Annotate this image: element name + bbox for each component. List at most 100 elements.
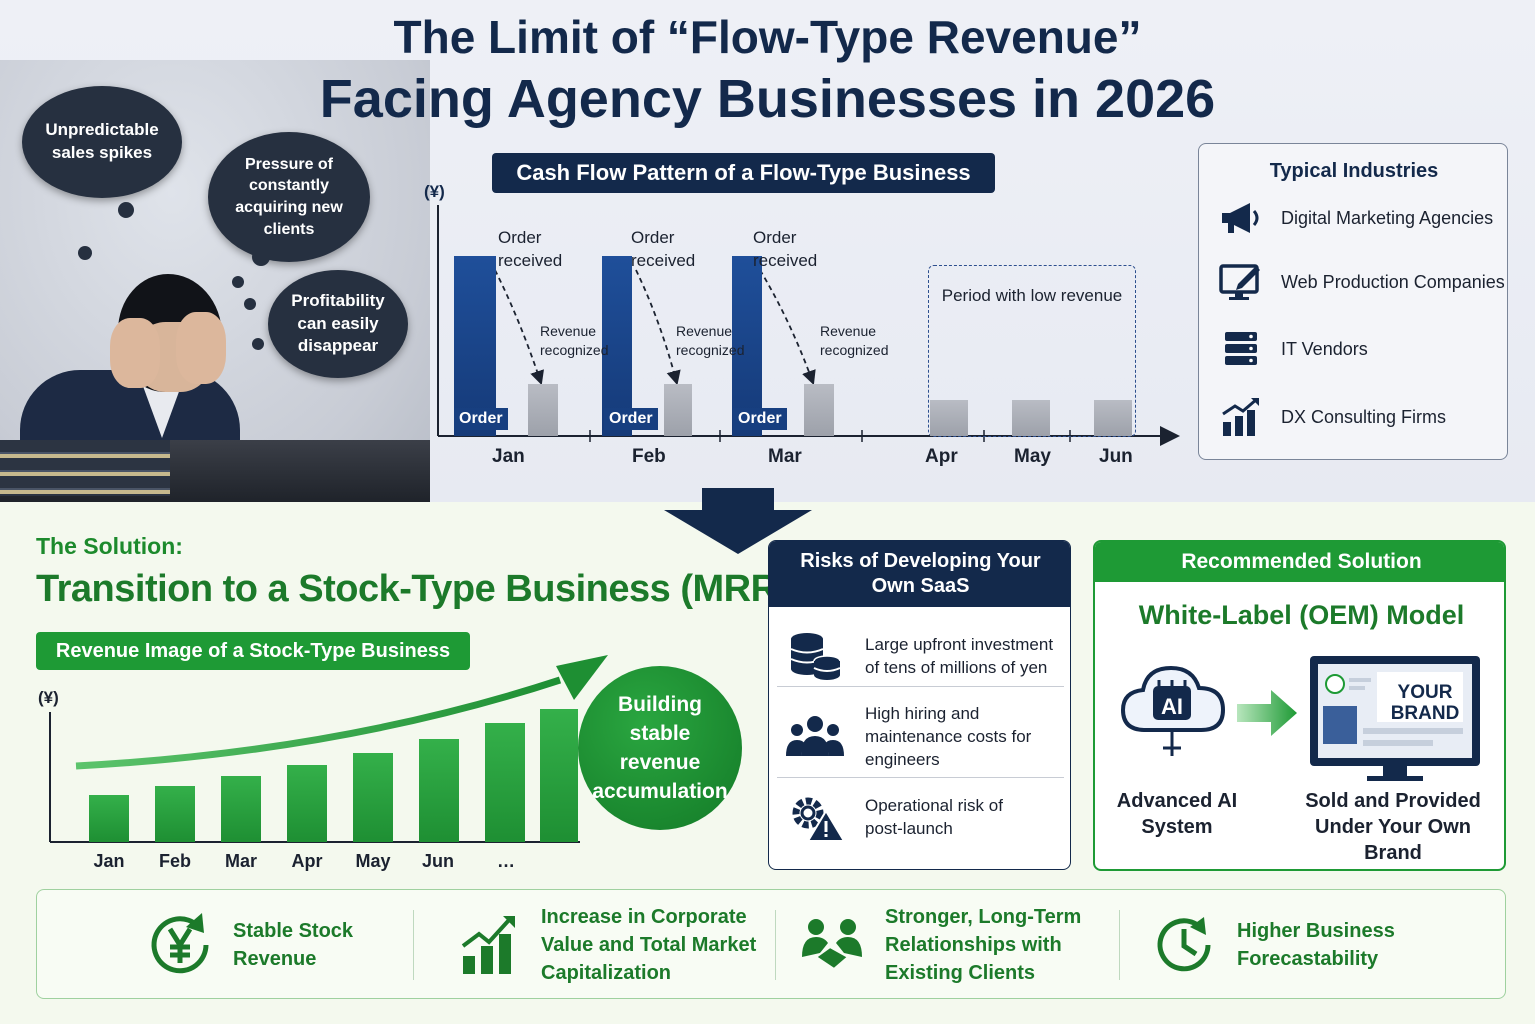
risk-item: Large upfront investment of tens of mill… <box>769 621 1070 691</box>
recommended-title: White-Label (OEM) Model <box>1138 600 1465 630</box>
industry-label: IT Vendors <box>1281 338 1368 359</box>
down-arrow-icon <box>664 488 812 554</box>
right-hand <box>176 312 226 384</box>
month-label: May <box>355 851 391 871</box>
industry-item: Web Production Companies <box>1217 262 1507 302</box>
benefit-item: Increase in Corporate Value and Total Ma… <box>453 890 761 1000</box>
order-received-label: Order received <box>631 228 696 270</box>
revenue-bar-jun <box>1094 400 1132 436</box>
bubble-dot <box>78 246 92 260</box>
month-label: Jan <box>93 851 125 871</box>
industry-item: Digital Marketing Agencies <box>1217 198 1507 238</box>
stock-chart-title: Revenue Image of a Stock-Type Business <box>36 632 470 670</box>
benefits-bar: Stable Stock Revenue Increase in Corpora… <box>36 889 1506 999</box>
month-label: Jun <box>421 851 454 871</box>
revenue-recognized-label: Revenue recognized <box>820 323 889 358</box>
month-label: Mar <box>224 851 257 871</box>
branded-monitor-icon <box>1310 656 1480 781</box>
order-bar-label: Order <box>733 408 787 430</box>
stock-bar <box>419 739 459 842</box>
benefit-divider <box>1119 910 1120 980</box>
typical-industries-panel: Typical Industries Digital Marketing Age… <box>1198 143 1508 460</box>
month-label: Apr <box>925 446 958 467</box>
growth-chart-icon <box>1217 397 1265 437</box>
circle-text: Building stable revenue accumulation <box>592 693 728 803</box>
benefit-text: Stronger, Long-Term Relationships with E… <box>885 906 1082 984</box>
page-title-line2: Facing Agency Businesses in 2026 <box>319 69 1216 129</box>
order-received-label: Order received <box>753 228 818 270</box>
flow-chart-title: Cash Flow Pattern of a Flow-Type Busines… <box>492 153 995 193</box>
arrow-right-icon <box>1237 690 1297 736</box>
risk-text: Operational risk of post-launch <box>865 796 1003 838</box>
month-label: Apr <box>291 851 323 871</box>
order-received-label: Order received <box>498 228 563 270</box>
flow-chart-y-unit: (¥) <box>424 182 445 201</box>
benefit-item: Stronger, Long-Term Relationships with E… <box>797 890 1097 1000</box>
low-revenue-period-label: Period with low revenue <box>941 286 1123 305</box>
risk-divider <box>777 686 1064 687</box>
benefit-divider <box>775 910 776 980</box>
bubble-dot <box>252 248 270 266</box>
bubble-dot <box>244 298 256 310</box>
benefit-text: Higher Business Forecastability <box>1237 920 1395 970</box>
month-label: Feb <box>158 851 191 871</box>
coins-icon <box>783 631 847 681</box>
risk-divider <box>777 777 1064 778</box>
industry-item: DX Consulting Firms <box>1217 397 1507 437</box>
order-bar-jan <box>454 256 496 436</box>
solution-title: Transition to a Stock-Type Business (MRR… <box>36 568 790 610</box>
risks-panel: Risks of Developing Your Own SaaS Large … <box>768 540 1071 870</box>
benefit-item: Stable Stock Revenue <box>145 890 393 1000</box>
clock-icon <box>1149 910 1219 980</box>
gear-warning-icon <box>783 791 847 843</box>
solution-label: The Solution: <box>36 533 183 559</box>
stock-bar <box>221 776 261 842</box>
month-label: … <box>497 851 515 871</box>
monitor-pen-icon <box>1217 262 1265 302</box>
risk-item: Operational risk of post-launch <box>769 787 1070 847</box>
thought-bubble: Pressure of constantly acquiring new cli… <box>208 132 370 262</box>
recommended-header: Recommended Solution <box>1095 542 1504 582</box>
left-hand <box>110 318 160 388</box>
revenue-bar-jan <box>528 384 558 436</box>
stock-chart-y-unit: (¥) <box>38 688 59 707</box>
bubble-dot <box>232 276 244 288</box>
month-label: Mar <box>768 446 802 467</box>
stock-bar <box>540 709 578 842</box>
thought-text: Pressure of constantly acquiring new cli… <box>235 155 343 238</box>
order-bar-label: Order <box>454 408 508 430</box>
risk-item: High hiring and maintenance costs for en… <box>769 696 1070 776</box>
benefit-text: Increase in Corporate Value and Total Ma… <box>541 906 757 984</box>
own-brand-caption: Sold and Provided Under Your Own Brand <box>1305 790 1481 864</box>
thought-text: Unpredictable sales spikes <box>45 120 159 162</box>
thought-bubble: Profitability can easily disappear <box>268 270 408 378</box>
recommended-solution-panel: Recommended Solution White-Label (OEM) M… <box>1093 540 1506 871</box>
revenue-recognized-label: Revenue recognized <box>676 323 745 358</box>
stock-bar <box>89 795 129 842</box>
thought-bubble: Unpredictable sales spikes <box>22 86 182 198</box>
order-bar-label: Order <box>604 408 658 430</box>
industry-label: DX Consulting Firms <box>1281 406 1447 427</box>
thought-text: Profitability can easily disappear <box>291 290 385 356</box>
bubble-dot <box>118 202 134 218</box>
page-title-line1: The Limit of “Flow-Type Revenue” <box>393 11 1142 63</box>
revenue-bar-may <box>1012 400 1050 436</box>
month-label: Feb <box>632 446 666 467</box>
risks-title: Risks of Developing Your Own SaaS <box>769 541 1070 607</box>
revenue-bar-apr <box>930 400 968 436</box>
ai-badge: AI <box>1161 694 1183 719</box>
server-icon <box>1217 329 1265 369</box>
stable-revenue-circle: Building stable revenue accumulation <box>578 666 742 830</box>
risk-text: Large upfront investment of tens of mill… <box>865 635 1054 677</box>
order-bar-mar <box>732 256 762 436</box>
binders <box>0 440 170 496</box>
megaphone-icon <box>1217 198 1265 238</box>
advanced-ai-caption: Advanced AI System <box>1116 790 1238 838</box>
month-label: May <box>1014 446 1051 467</box>
revenue-bar-mar <box>804 384 834 436</box>
industry-item: IT Vendors <box>1217 329 1507 369</box>
risk-text: High hiring and maintenance costs for en… <box>865 703 1032 769</box>
handshake-icon <box>797 910 867 980</box>
low-revenue-period-box <box>928 265 1136 437</box>
industry-label: Digital Marketing Agencies <box>1281 207 1494 228</box>
